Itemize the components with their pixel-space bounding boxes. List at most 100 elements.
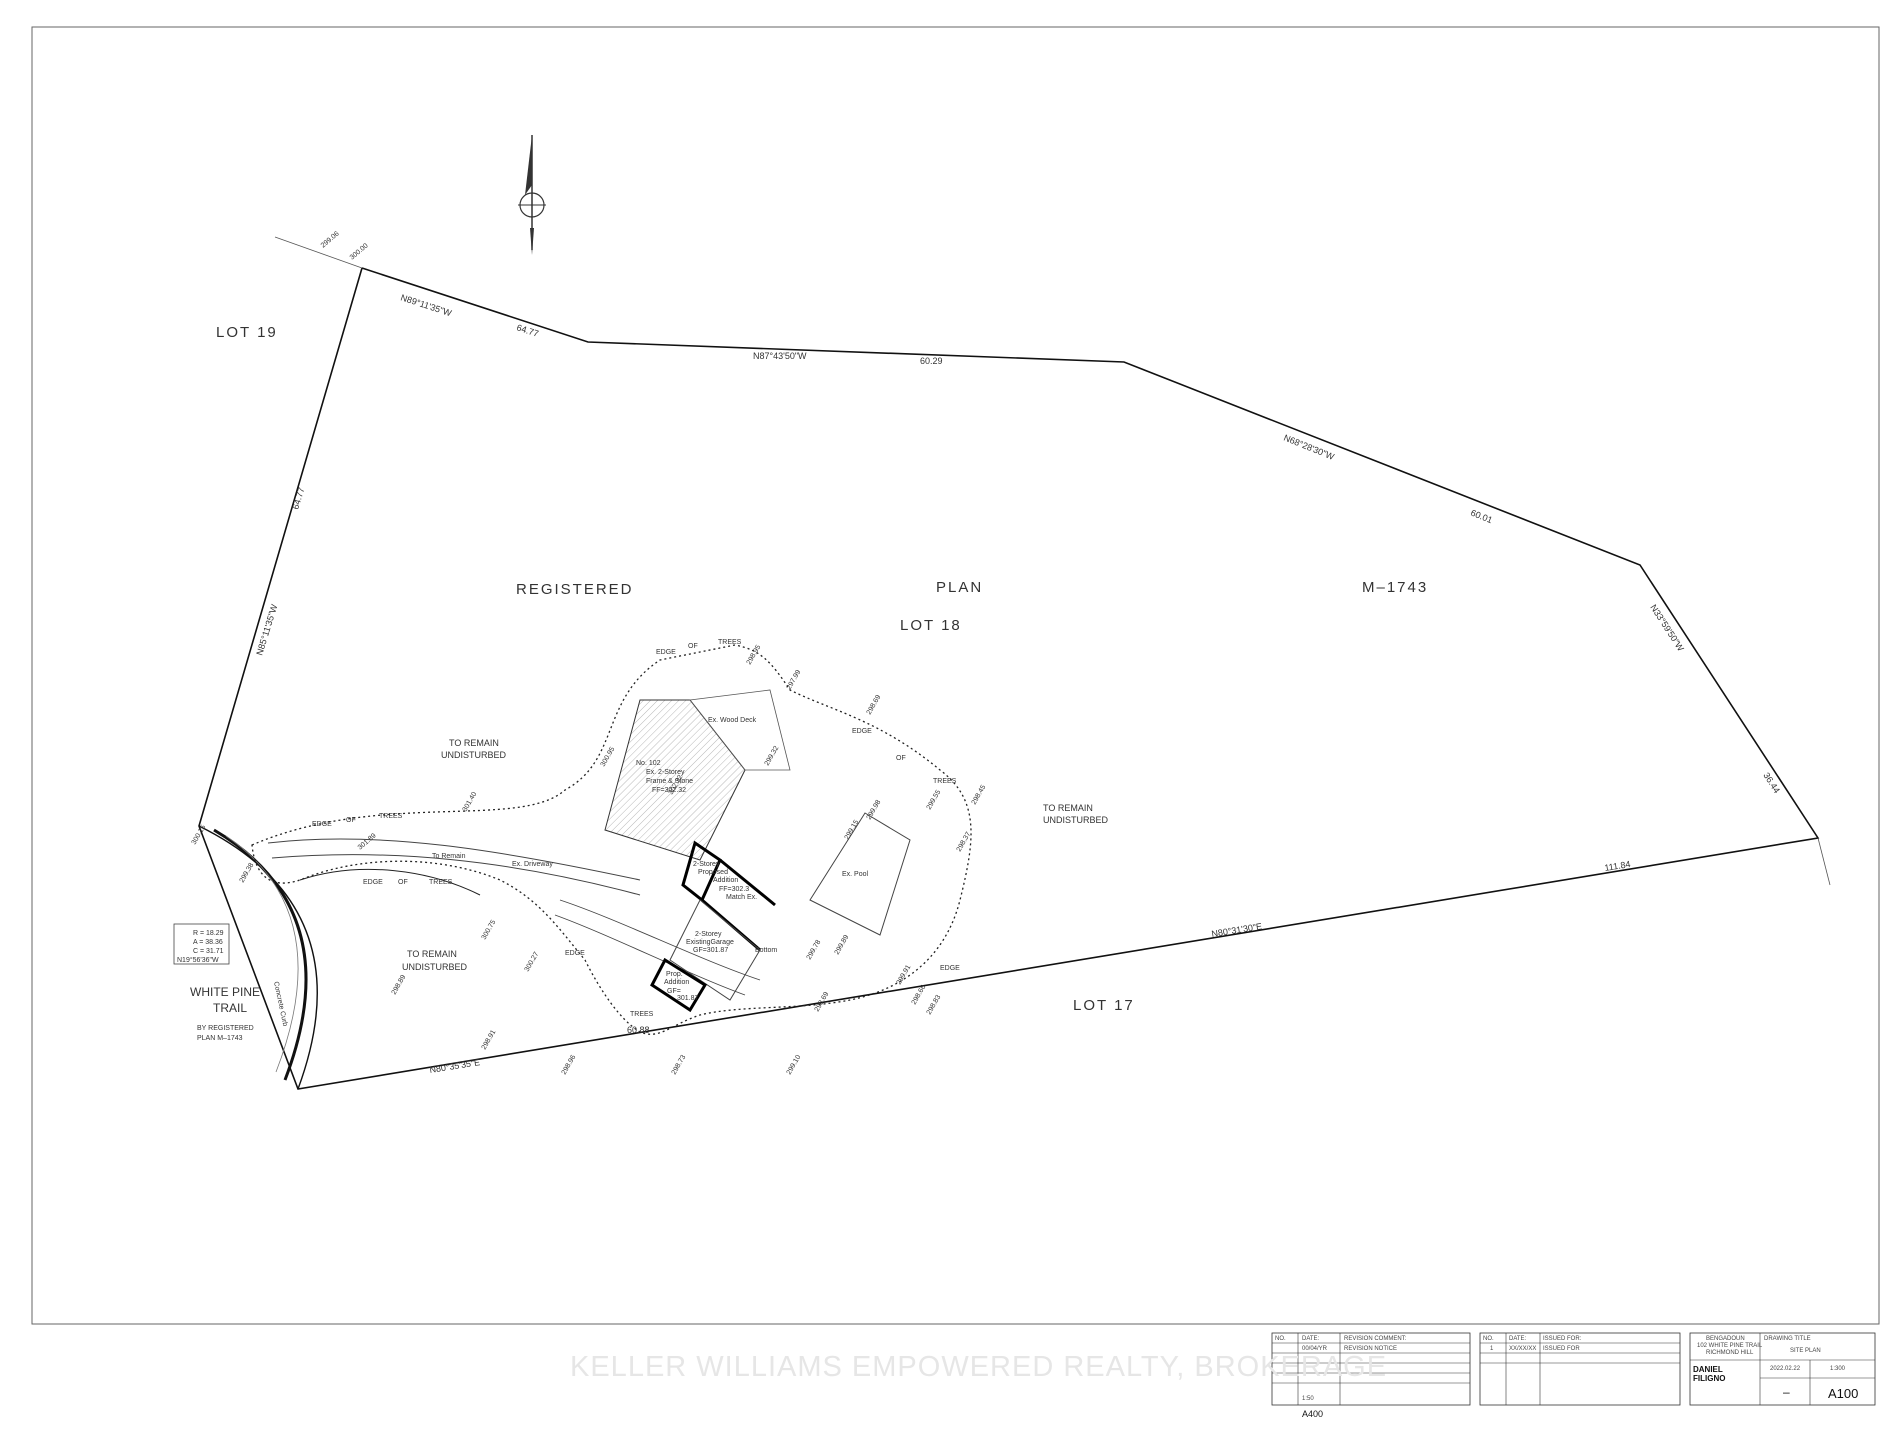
bearing-label: N89°11'35"W — [399, 292, 453, 318]
elevation-label: 299.55 — [926, 789, 943, 811]
ref-sheet: A400 — [1302, 1409, 1323, 1419]
to-remain-label: To Remain — [432, 853, 466, 860]
remain-label: TO REMAIN — [1043, 803, 1093, 813]
curve-c: C = 31.71 — [193, 948, 224, 955]
street-name-2: TRAIL — [213, 1001, 247, 1015]
lot19-label: LOT 19 — [216, 324, 278, 341]
elevation-label: 299.06 — [320, 230, 341, 249]
edge-label: EDGE — [940, 965, 960, 972]
edge-label: OF — [346, 817, 356, 824]
addition-label: Proposed — [698, 869, 728, 876]
elevation-label: 298.96 — [561, 1054, 578, 1076]
edge-label: EDGE — [363, 879, 383, 886]
ref-scale: 1:50 — [1302, 1396, 1314, 1402]
elevation-label: 299.15 — [844, 819, 861, 841]
deck-label: Ex. Wood Deck — [708, 717, 757, 724]
distance-label: 60.01 — [1469, 508, 1494, 526]
drawing-title-label: DRAWING TITLE — [1764, 1336, 1811, 1342]
watermark: KELLER WILLIAMS EMPOWERED REALTY, BROKER… — [570, 1351, 1387, 1383]
elevation-label: 299.91 — [896, 964, 913, 986]
elevation-label: 298.89 — [391, 974, 408, 996]
edge-label: TREES — [379, 813, 403, 820]
remain-label: UNDISTURBED — [1043, 815, 1109, 825]
addition-label: Match Ex. — [726, 894, 757, 901]
drawing-number: A100 — [1828, 1386, 1858, 1401]
bearing-label: N68°28'30"W — [1282, 433, 1336, 463]
edge-label: OF — [688, 643, 698, 650]
house-label: No. 102 — [636, 760, 661, 767]
white-pine-trail-curve — [198, 825, 318, 1090]
elevation-label: 299.32 — [764, 745, 781, 767]
garage-label: ExistingGarage — [686, 939, 734, 946]
prop-addition-garage — [650, 957, 708, 1013]
edge-label: EDGE — [565, 950, 585, 957]
elevation-label: 297.99 — [786, 669, 803, 691]
drawing-date: 2022.02.22 — [1770, 1366, 1801, 1372]
pool-label: Ex. Pool — [842, 871, 869, 878]
elevation-label: 300.27 — [524, 951, 541, 973]
issued-row-issued: ISSUED FOR — [1543, 1346, 1580, 1352]
curve-data-box — [173, 923, 230, 965]
elevation-label: 300.00 — [349, 242, 370, 261]
rev-header-comment: REVISION COMMENT: — [1344, 1336, 1407, 1342]
plan-number-label: M–1743 — [1362, 579, 1428, 596]
rev-header-no: NO. — [1275, 1336, 1286, 1342]
elevation-labels: 299.06 300.00 298.95 297.99 298.69 298.4… — [191, 230, 988, 1076]
prop-addition-label: Prop. — [666, 971, 683, 978]
elevation-label: 301.40 — [462, 791, 479, 813]
edge-label: TREES — [630, 1011, 654, 1018]
elevation-label: 298.95 — [746, 644, 763, 666]
drawing-title: SITE PLAN — [1790, 1348, 1821, 1354]
sheet-border — [31, 26, 1880, 1325]
elevation-label: 298.83 — [926, 994, 943, 1016]
elevation-label: 298.45 — [971, 784, 988, 806]
house-label: Frame & Stone — [646, 778, 693, 785]
edge-label: TREES — [933, 778, 957, 785]
distance-label: 64.77 — [290, 486, 306, 510]
distance-label: 60.88 — [627, 1025, 650, 1035]
bearing-label: N80°35'35"E — [429, 1057, 481, 1075]
project-line-3: RICHMOND HILL — [1706, 1350, 1754, 1356]
elevation-label: 300.75 — [481, 919, 498, 941]
street-by-1: BY REGISTERED — [197, 1025, 254, 1032]
plan-label: PLAN — [936, 579, 983, 596]
curve-a: A = 38.36 — [193, 939, 223, 946]
house — [604, 699, 746, 861]
remain-label: UNDISTURBED — [441, 750, 507, 760]
addition-label: Addition — [713, 877, 738, 884]
bottom-label: Bottom — [755, 947, 777, 954]
rev-header-date: DATE: — [1302, 1336, 1320, 1342]
distance-label: 111.84 — [1604, 859, 1631, 873]
firm-name-2: FILIGNO — [1693, 1374, 1725, 1383]
addition-label: 2-Storey — [693, 861, 720, 868]
bearing-label: N80°31'30"E — [1211, 921, 1263, 939]
registered-label: REGISTERED — [516, 581, 634, 598]
remain-label: TO REMAIN — [407, 949, 457, 959]
elevation-label: 298.69 — [866, 694, 883, 716]
distance-label: 60.29 — [920, 356, 943, 366]
edge-label: EDGE — [852, 728, 872, 735]
street-by-2: PLAN M–1743 — [197, 1035, 243, 1042]
prop-addition-label: GF= — [667, 988, 681, 995]
issued-header-no: NO. — [1483, 1336, 1494, 1342]
elevation-label: 299.98 — [866, 799, 883, 821]
project-number: – — [1783, 1385, 1790, 1399]
edge-label: TREES — [718, 639, 742, 646]
edge-label: TREES — [429, 879, 453, 886]
remain-label: UNDISTURBED — [402, 962, 468, 972]
title-block — [1271, 1332, 1876, 1406]
issued-header-issued: ISSUED FOR: — [1543, 1336, 1582, 1342]
remain-label: TO REMAIN — [449, 738, 499, 748]
lot18-label: LOT 18 — [900, 617, 962, 634]
elevation-label: 300.95 — [600, 746, 617, 768]
street-name-1: WHITE PINE — [190, 985, 260, 999]
issued-header-date: DATE: — [1509, 1336, 1527, 1342]
elevation-label: 298.91 — [481, 1029, 498, 1051]
edge-label: EDGE — [656, 649, 676, 656]
house-label: FF=302.32 — [652, 787, 686, 794]
edge-label: EDGE — [312, 821, 332, 828]
elevation-label: 298.73 — [671, 1054, 688, 1076]
curb-label: Concrete Curb — [272, 981, 288, 1027]
wood-deck — [689, 689, 791, 771]
